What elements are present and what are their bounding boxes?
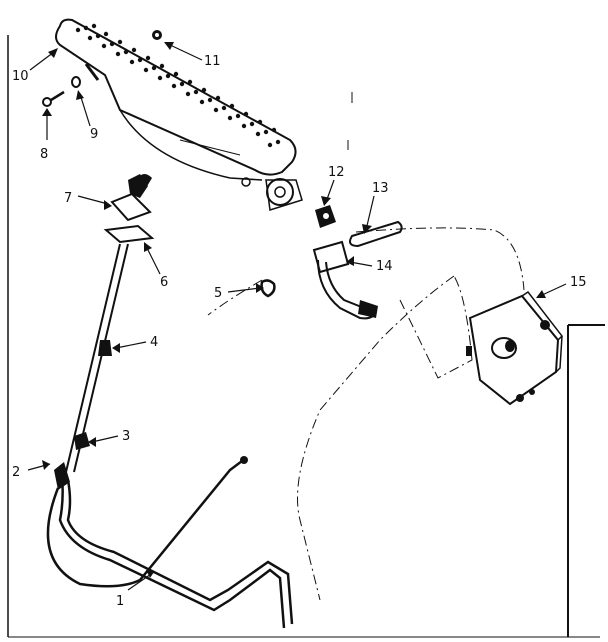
callout-1: 1 [116,594,124,609]
callout-15: 15 [570,275,587,290]
callout-labels: 1 2 3 4 5 6 7 8 9 10 11 12 13 14 15 [12,54,587,609]
burner-ports [75,23,281,148]
gas-valve [466,290,563,406]
callout-2: 2 [12,465,20,480]
callout-13: 13 [372,181,389,196]
callout-6: 6 [160,275,168,290]
callout-5: 5 [214,286,222,301]
assembly-lines [207,227,525,601]
callout-7: 7 [64,191,72,206]
pilot-bracket [312,240,378,320]
callout-3: 3 [122,429,130,444]
washer [71,76,81,88]
callout-14: 14 [376,259,393,274]
callout-arrows [27,42,567,591]
burner-nut [152,30,162,40]
callout-8: 8 [40,147,48,162]
pilot-tubing [46,456,294,629]
orifice-fitting [315,205,336,228]
callout-4: 4 [150,335,158,350]
clip [260,279,276,298]
callout-10: 10 [12,69,29,84]
burner-gas-tube [349,220,403,248]
burner [55,18,303,211]
thermocouple-tube [65,243,129,473]
callout-9: 9 [90,127,98,142]
screw [42,90,65,107]
frame [7,35,605,638]
callout-12: 12 [328,165,345,180]
callout-11: 11 [204,54,221,69]
pilot-assembly [103,174,155,244]
